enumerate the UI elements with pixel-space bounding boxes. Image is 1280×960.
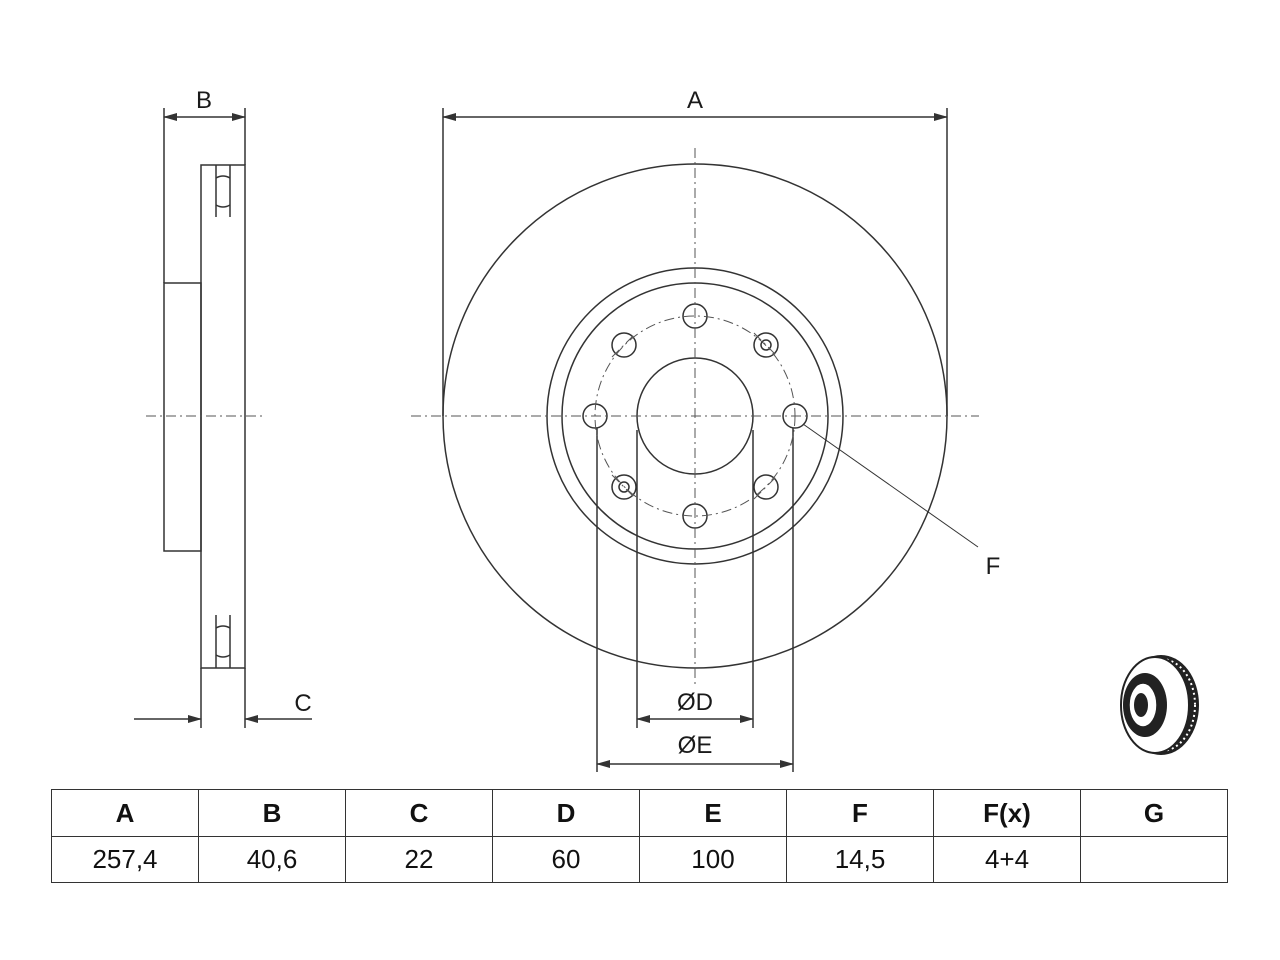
spec-value-row: 257,4 40,6 22 60 100 14,5 4+4 (51, 836, 1228, 883)
value-fx: 4+4 (933, 836, 1081, 883)
side-view (163, 108, 246, 728)
header-e: E (639, 789, 787, 837)
header-a: A (51, 789, 199, 837)
value-a: 257,4 (51, 836, 199, 883)
label-f: F (986, 553, 1001, 580)
spec-table: A B C D E F F(x) G 257,4 40,6 22 60 100 … (51, 789, 1228, 883)
header-b: B (198, 789, 346, 837)
value-e: 100 (639, 836, 787, 883)
value-c: 22 (345, 836, 493, 883)
label-a: A (687, 87, 703, 114)
label-c: C (294, 690, 311, 717)
front-centre-lines (411, 148, 979, 684)
label-d: ØD (677, 689, 713, 716)
value-g (1080, 836, 1228, 883)
header-d: D (492, 789, 640, 837)
brake-disc-3d-icon (1120, 655, 1199, 755)
value-b: 40,6 (198, 836, 346, 883)
header-c: C (345, 789, 493, 837)
label-e: ØE (678, 732, 713, 759)
label-b: B (196, 87, 212, 114)
leader-f (802, 423, 979, 548)
header-g: G (1080, 789, 1228, 837)
value-d: 60 (492, 836, 640, 883)
header-fx: F(x) (933, 789, 1081, 837)
spec-header-row: A B C D E F F(x) G (51, 789, 1228, 837)
header-f: F (786, 789, 934, 837)
value-f: 14,5 (786, 836, 934, 883)
